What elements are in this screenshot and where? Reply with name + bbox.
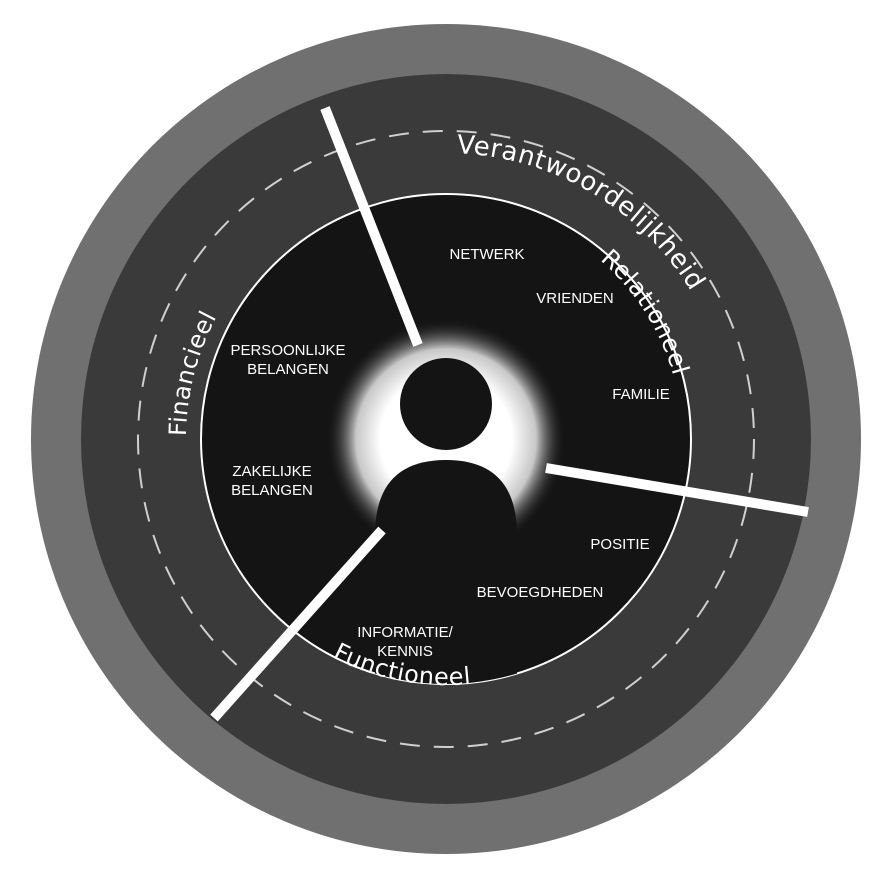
item-line: NETWERK — [450, 246, 525, 263]
divider-right — [545, 463, 809, 517]
item-line: BEVOEGDHEDEN — [477, 584, 604, 601]
item-line: POSITIE — [590, 536, 649, 553]
item-line: BELANGEN — [231, 482, 313, 499]
item-positie: POSITIE — [590, 536, 649, 553]
person-icon — [375, 358, 517, 684]
divider-bottom-left — [210, 526, 386, 722]
item-zakelijke-belangen: ZAKELIJKE BELANGEN — [231, 463, 313, 499]
item-line: INFORMATIE/ — [357, 624, 453, 641]
item-vrienden: VRIENDEN — [536, 290, 614, 307]
item-line: VRIENDEN — [536, 290, 614, 307]
item-bevoegdheden: BEVOEGDHEDEN — [477, 584, 604, 601]
item-familie: FAMILIE — [612, 386, 670, 403]
divider-top — [320, 106, 423, 347]
item-line: FAMILIE — [612, 386, 670, 403]
item-persoonlijke-belangen: PERSOONLIJKE BELANGEN — [230, 342, 345, 378]
item-line: PERSOONLIJKE — [230, 342, 345, 359]
item-line: KENNIS — [377, 643, 433, 660]
item-informatie-kennis: INFORMATIE/KENNIS — [357, 624, 453, 660]
item-netwerk: NETWERK — [450, 246, 525, 263]
item-line: ZAKELIJKE — [232, 463, 311, 480]
item-line: BELANGEN — [247, 361, 329, 378]
dashed-circle — [137, 130, 755, 748]
